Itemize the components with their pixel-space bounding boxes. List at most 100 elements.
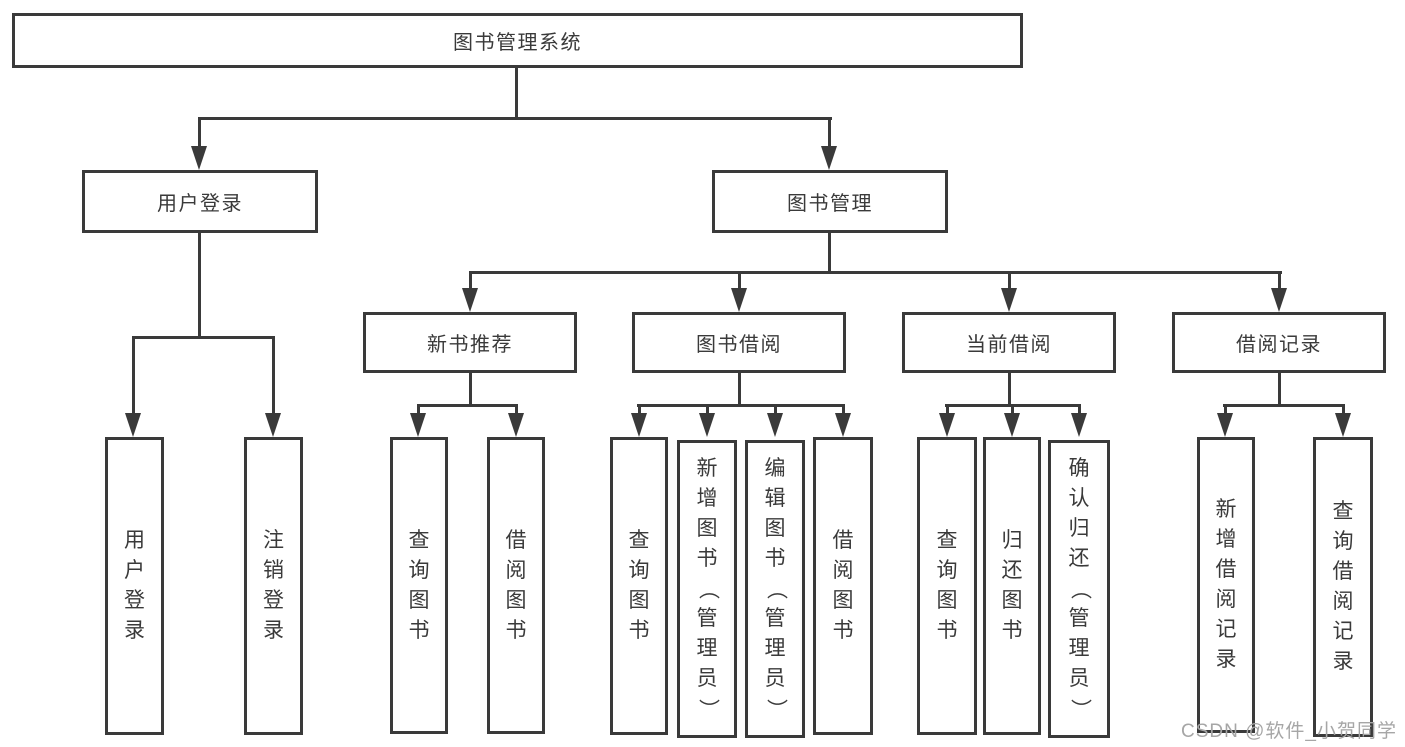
vertical-char: 理 xyxy=(764,637,786,660)
connector-line xyxy=(198,233,201,339)
node-label: 图书借阅 xyxy=(696,334,782,356)
arrow-down-icon xyxy=(508,413,524,437)
leaf-return-books: 归还图书 xyxy=(983,437,1041,735)
connector-line xyxy=(637,404,845,407)
arrow-down-icon xyxy=(1217,413,1233,437)
vertical-char: （ xyxy=(1068,578,1091,600)
vertical-char: 录 xyxy=(124,619,145,642)
arrow-down-icon xyxy=(265,413,281,437)
node-label: 图书管理系统 xyxy=(453,32,582,54)
connector-line xyxy=(774,404,777,416)
vertical-char: 借 xyxy=(1215,558,1237,581)
node-label: 用户登录 xyxy=(157,193,243,215)
connector-line xyxy=(1008,373,1011,407)
connector-line xyxy=(1078,404,1081,416)
node-current-borrowing: 当前借阅 xyxy=(902,312,1116,373)
vertical-char: ） xyxy=(764,698,787,720)
vertical-char: 借 xyxy=(505,528,527,552)
connector-line xyxy=(1008,271,1011,291)
arrow-down-icon xyxy=(410,413,426,437)
leaf-confirm-return-admin: 确认归还（管理员） xyxy=(1048,440,1110,738)
leaf-add-borrow-record: 新增借阅记录 xyxy=(1197,437,1255,733)
vertical-char: 查 xyxy=(1332,500,1354,523)
vertical-char: 用 xyxy=(124,529,145,552)
vertical-char: 书 xyxy=(764,547,786,570)
connector-line xyxy=(706,404,709,416)
vertical-char: 归 xyxy=(1068,517,1090,540)
vertical-char: 借 xyxy=(832,529,854,552)
vertical-char: 增 xyxy=(1215,528,1237,551)
node-book-borrowing: 图书借阅 xyxy=(632,312,846,373)
connector-line xyxy=(132,336,275,339)
vertical-char: 查 xyxy=(628,529,650,552)
connector-line xyxy=(198,117,201,148)
vertical-char: 员 xyxy=(696,667,718,690)
node-label: 当前借阅 xyxy=(966,334,1052,356)
arrow-down-icon xyxy=(821,146,837,170)
connector-line xyxy=(828,233,831,274)
vertical-char: 阅 xyxy=(832,559,854,582)
node-label: 新书推荐 xyxy=(427,334,513,356)
connector-line xyxy=(417,404,420,416)
vertical-char: 管 xyxy=(764,607,786,630)
leaf-query-books-3: 查询图书 xyxy=(917,437,977,735)
arrow-down-icon xyxy=(939,413,955,437)
leaf-borrow-books-2: 借阅图书 xyxy=(813,437,873,735)
vertical-char: 员 xyxy=(1068,667,1090,690)
vertical-char: 询 xyxy=(408,558,430,582)
vertical-char: 图 xyxy=(832,589,854,612)
vertical-char: 确 xyxy=(1068,457,1090,480)
vertical-char: 书 xyxy=(505,618,527,642)
arrow-down-icon xyxy=(1001,288,1017,312)
arrow-down-icon xyxy=(631,413,647,437)
connector-line xyxy=(469,373,472,407)
vertical-char: 注 xyxy=(263,529,284,552)
vertical-char: 理 xyxy=(1068,637,1090,660)
vertical-char: 图 xyxy=(505,588,527,612)
vertical-char: 录 xyxy=(1332,650,1354,673)
arrow-down-icon xyxy=(125,413,141,437)
arrow-down-icon xyxy=(462,288,478,312)
vertical-char: 借 xyxy=(1332,560,1354,583)
vertical-char: 增 xyxy=(696,487,718,510)
connector-line xyxy=(198,117,832,120)
connector-line xyxy=(469,271,1282,274)
vertical-char: 书 xyxy=(936,619,958,642)
vertical-char: 户 xyxy=(124,559,145,582)
vertical-char: ） xyxy=(1068,698,1091,720)
vertical-char: 新 xyxy=(1215,498,1237,521)
node-user-login: 用户登录 xyxy=(82,170,318,233)
connector-line xyxy=(1278,271,1281,291)
vertical-char: 查 xyxy=(936,529,958,552)
vertical-char: 还 xyxy=(1001,559,1023,582)
vertical-char: 编 xyxy=(764,457,786,480)
vertical-char: 记 xyxy=(1332,620,1354,643)
vertical-char: 询 xyxy=(936,559,958,582)
arrow-down-icon xyxy=(835,413,851,437)
arrow-down-icon xyxy=(767,413,783,437)
leaf-edit-book-admin: 编辑图书（管理员） xyxy=(745,440,805,738)
connector-line xyxy=(738,271,741,291)
vertical-char: 理 xyxy=(696,637,718,660)
vertical-char: 图 xyxy=(764,517,786,540)
arrow-down-icon xyxy=(1071,413,1087,437)
connector-line xyxy=(272,336,275,416)
connector-line xyxy=(515,68,518,119)
vertical-char: 归 xyxy=(1001,529,1023,552)
connector-line xyxy=(469,271,472,291)
vertical-char: 管 xyxy=(696,607,718,630)
connector-line xyxy=(1223,404,1345,407)
connector-line xyxy=(1011,404,1014,416)
vertical-char: 员 xyxy=(764,667,786,690)
vertical-char: 询 xyxy=(1332,530,1354,553)
leaf-query-books-2: 查询图书 xyxy=(610,437,668,735)
vertical-char: 录 xyxy=(263,619,284,642)
vertical-char: 书 xyxy=(696,547,718,570)
arrow-down-icon xyxy=(1335,413,1351,437)
node-label: 借阅记录 xyxy=(1236,334,1322,356)
vertical-char: 管 xyxy=(1068,607,1090,630)
vertical-char: ） xyxy=(696,698,719,720)
arrow-down-icon xyxy=(731,288,747,312)
vertical-char: 查 xyxy=(408,528,430,552)
